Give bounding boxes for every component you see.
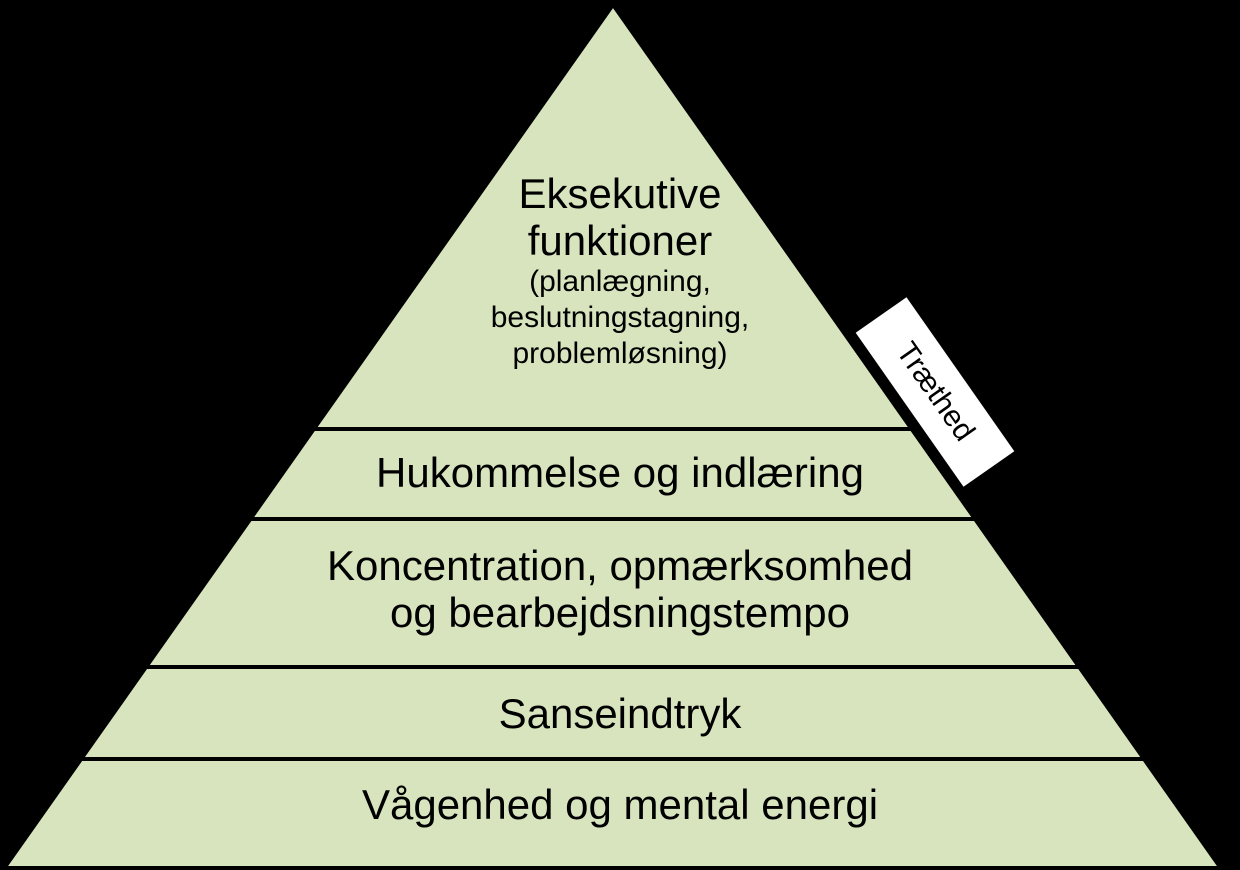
pyramid-left-mask xyxy=(0,0,613,866)
layer-sensory-input: Sanseindtryk xyxy=(0,690,1240,737)
pyramid-fill xyxy=(8,8,1217,866)
layer-detail-line: problemløsning) xyxy=(512,337,728,371)
layer-memory-learning: Hukommelse og indlæring xyxy=(0,449,1240,496)
divider-1 xyxy=(0,427,1240,431)
layer-title-line: Vågenhed og mental energi xyxy=(361,781,879,828)
layer-title-line: funktioner xyxy=(527,217,713,265)
layer-title-line: Hukommelse og indlæring xyxy=(376,449,864,496)
base-line xyxy=(0,866,1240,870)
divider-4 xyxy=(0,757,1240,761)
layer-concentration: Koncentration, opmærksomhed og bearbejds… xyxy=(0,542,1240,636)
layer-executive-functions: Eksekutive funktioner (planlægning, besl… xyxy=(0,170,1240,372)
layer-title-line: Sanseindtryk xyxy=(498,690,742,737)
divider-2 xyxy=(0,517,1240,521)
layer-title-line: og bearbejdsningstempo xyxy=(390,589,850,637)
layer-title-line: Koncentration, opmærksomhed xyxy=(327,542,913,589)
layer-alertness-energy: Vågenhed og mental energi xyxy=(0,781,1240,828)
divider-3 xyxy=(0,665,1240,669)
layer-detail-line: (planlægning, xyxy=(529,265,711,299)
layer-title-line: Eksekutive xyxy=(518,170,722,217)
layer-detail-line: beslutningstagning, xyxy=(490,301,750,335)
